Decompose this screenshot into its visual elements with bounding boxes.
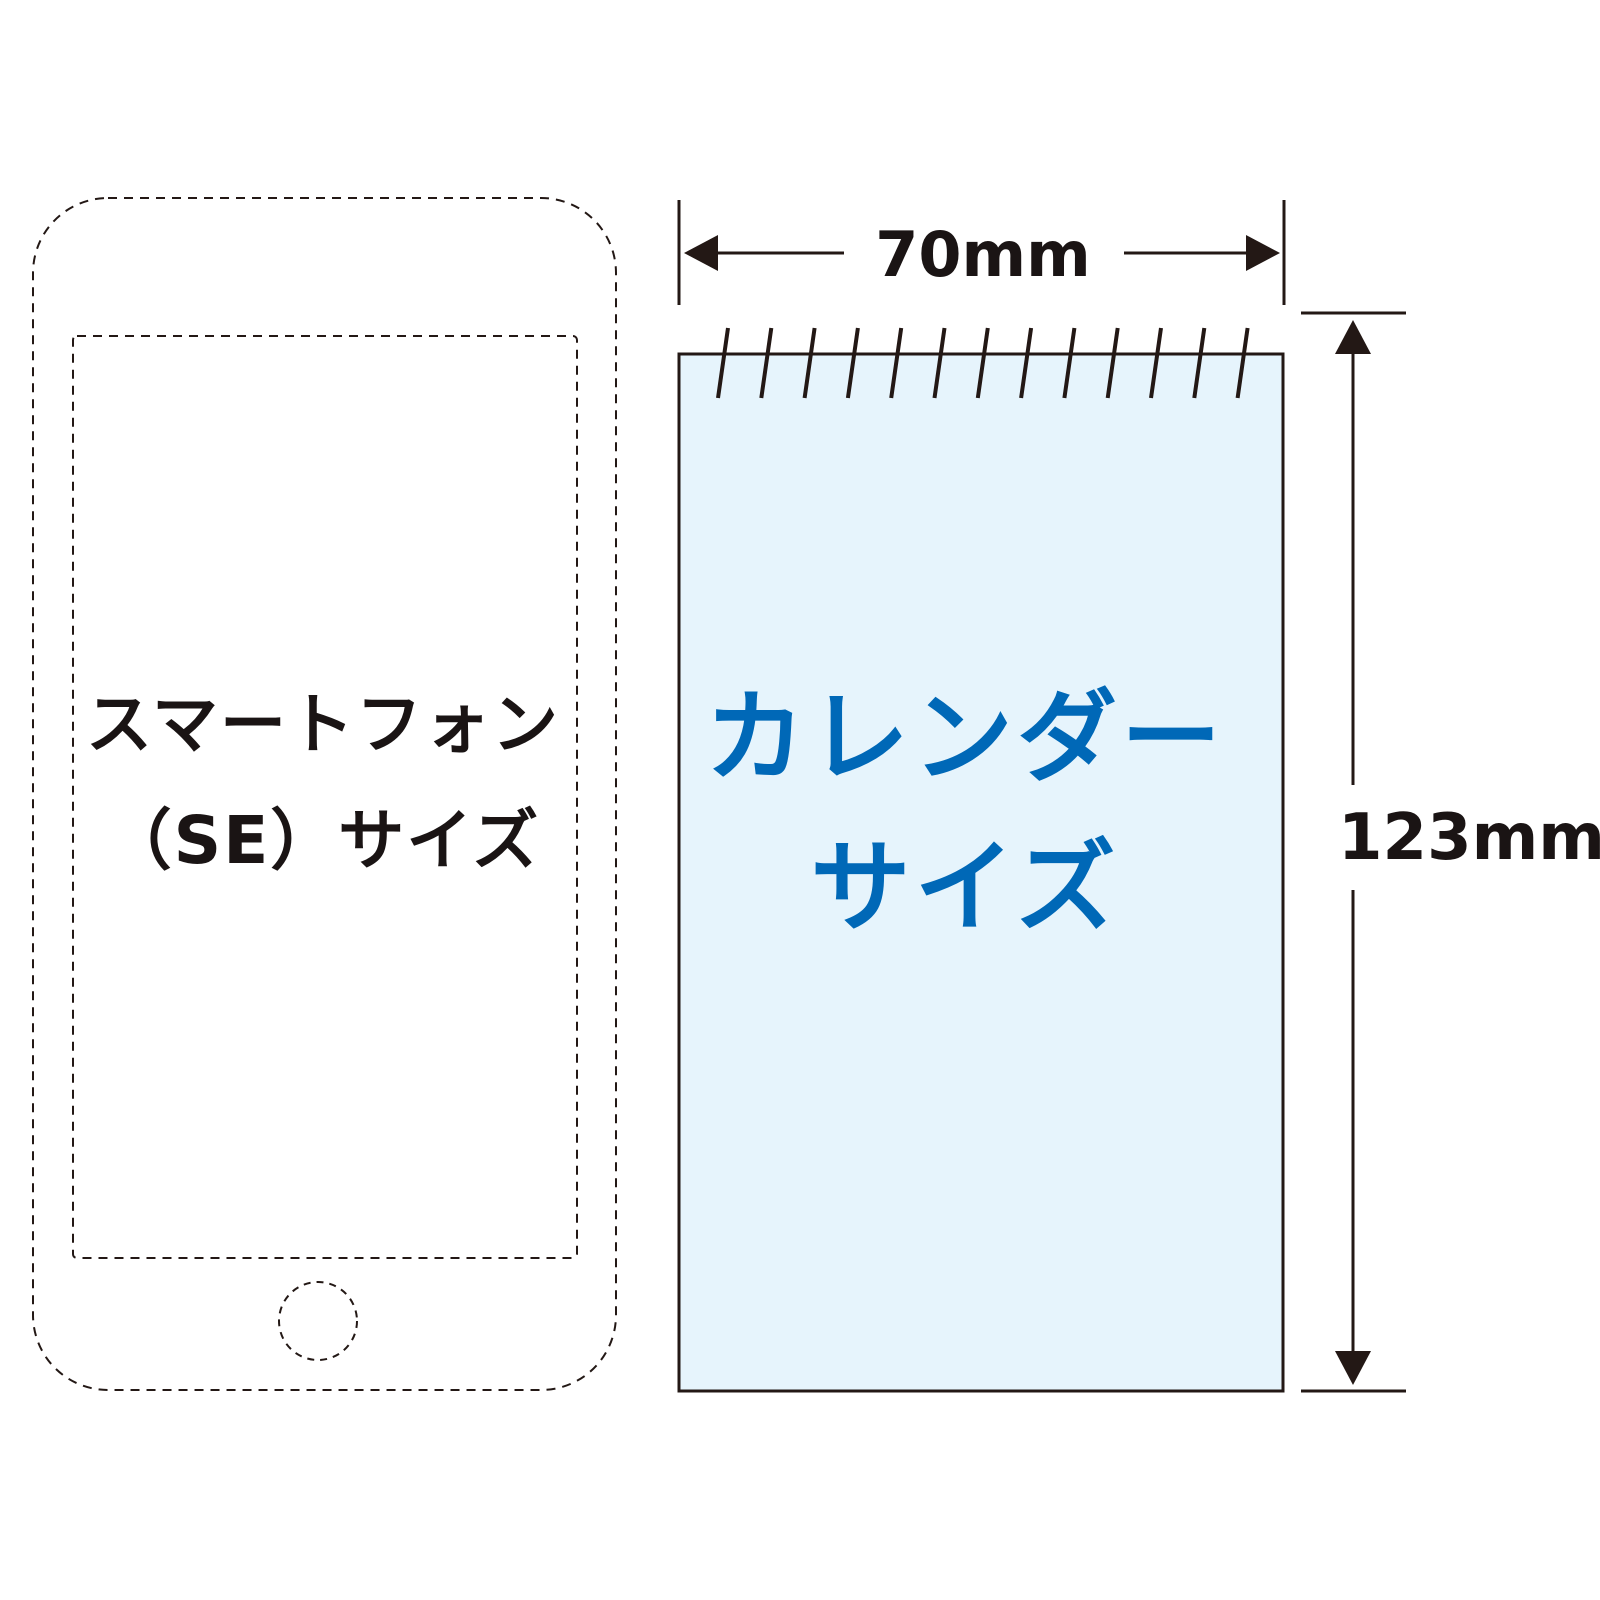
spiral-ring — [1149, 327, 1163, 399]
spiral-ring — [889, 327, 904, 399]
calendar-label-line2: サイズ — [810, 829, 1120, 946]
phone-label-line2: （SE）サイズ — [105, 802, 541, 879]
spiral-ring — [716, 327, 730, 399]
width-arrowhead-left — [684, 235, 718, 271]
spiral-ring — [1062, 327, 1077, 399]
height-arrowhead-bottom — [1335, 1351, 1371, 1385]
spiral-ring — [845, 327, 860, 399]
spiral-ring — [802, 327, 817, 399]
spiral-ring — [975, 327, 990, 399]
phone-label-line1: スマートフォン — [85, 686, 561, 763]
phone-home-button-outline — [278, 1281, 358, 1361]
spiral-ring — [759, 327, 774, 399]
spiral-ring — [1192, 327, 1207, 399]
phone-screen-outline — [72, 335, 578, 1259]
height-arrowhead-top — [1335, 320, 1371, 354]
phone-body-outline — [32, 197, 617, 1391]
spiral-ring — [1105, 327, 1120, 399]
spiral-ring — [1235, 327, 1250, 399]
spiral-ring — [1019, 327, 1034, 399]
width-dimension-label: 70mm — [875, 218, 1091, 291]
width-arrowhead-right — [1246, 235, 1280, 271]
calendar-pad — [677, 352, 1285, 1393]
spiral-ring — [932, 327, 947, 399]
height-dimension-label: 123mm — [1338, 801, 1600, 875]
calendar-label-line1: カレンダー — [705, 679, 1225, 796]
calendar-spiral-binding — [716, 327, 1250, 399]
